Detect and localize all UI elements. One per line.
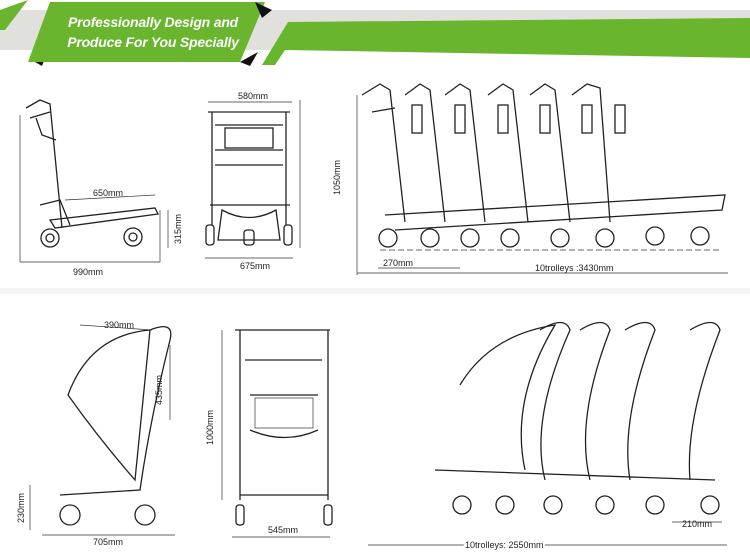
dim-basket-height: 435mm bbox=[154, 375, 164, 405]
stacked-trolleys-top bbox=[356, 83, 728, 275]
dim-front-height: 1050mm bbox=[332, 160, 342, 195]
banner-shapes bbox=[0, 0, 750, 66]
dim-bottom-front-base: 545mm bbox=[268, 525, 298, 535]
dim-side-height: 315mm bbox=[173, 214, 183, 244]
front-view-basket-trolley bbox=[221, 329, 333, 538]
header-banner: Professionally Design and Produce For Yo… bbox=[0, 0, 750, 80]
stacked-trolleys-bottom bbox=[368, 321, 727, 546]
dim-bottom-front-height: 1000mm bbox=[205, 410, 215, 445]
side-view-trolley bbox=[19, 99, 169, 263]
front-view-trolley bbox=[205, 100, 301, 259]
dim-front-width: 580mm bbox=[238, 91, 268, 101]
dim-bottom-side-total: 705mm bbox=[93, 537, 123, 547]
dim-stack-total-top: 10trolleys :3430mm bbox=[535, 263, 614, 273]
banner-line-2: Produce For You Specially bbox=[67, 34, 239, 50]
dim-side-length: 650mm bbox=[93, 188, 123, 198]
side-view-basket-trolley bbox=[29, 324, 175, 536]
dim-basket-width: 390mm bbox=[104, 320, 134, 330]
dim-front-base: 675mm bbox=[240, 261, 270, 271]
dim-stack-total-bottom: 10trolleys: 2550mm bbox=[465, 540, 544, 550]
dim-base-height: 230mm bbox=[16, 493, 26, 523]
dim-stack-offset-top: 270mm bbox=[383, 258, 413, 268]
banner-line-1: Professionally Design and bbox=[67, 14, 239, 30]
dim-side-total: 990mm bbox=[73, 267, 103, 277]
dim-stack-offset-bottom: 210mm bbox=[682, 519, 712, 529]
